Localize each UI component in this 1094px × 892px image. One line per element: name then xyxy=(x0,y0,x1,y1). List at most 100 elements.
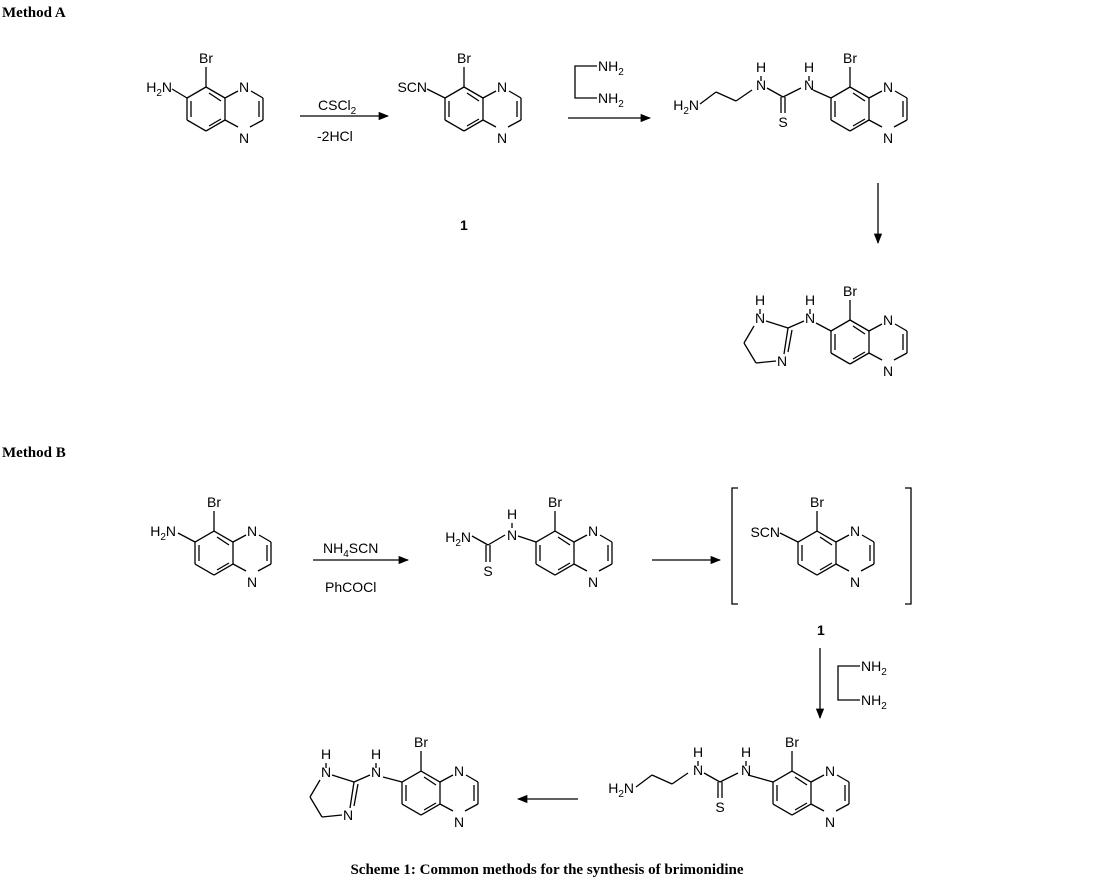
bond xyxy=(420,770,441,783)
sulfur-label: S xyxy=(715,799,724,815)
bracket-right xyxy=(905,487,912,605)
thiourea-b xyxy=(471,523,537,562)
amine-start-a xyxy=(186,67,264,132)
bond xyxy=(868,323,883,332)
nitrogen-label: N xyxy=(755,310,765,326)
bond xyxy=(309,779,321,798)
method-a-heading: Method A xyxy=(2,5,66,21)
bond xyxy=(868,352,883,361)
nitrogen-label: N xyxy=(507,527,517,543)
bond xyxy=(444,86,465,99)
bond xyxy=(715,91,737,102)
bond xyxy=(598,563,613,572)
bond xyxy=(216,562,230,571)
bond xyxy=(205,119,226,132)
sulfur-label: S xyxy=(778,114,787,130)
bond xyxy=(787,329,793,353)
reagent-a-top: CSCl2 xyxy=(318,97,357,117)
nitrogen-label: N xyxy=(883,363,893,379)
nitrogen-label: N xyxy=(741,762,751,778)
ethylenediamine-reagent-a: NH2 NH2 xyxy=(574,58,624,110)
nitrogen-label: N xyxy=(825,763,835,779)
bond xyxy=(794,776,808,786)
nitrogen-label: N xyxy=(321,764,331,780)
nitrogen-label: N xyxy=(825,814,835,830)
thiourea-quinoxaline-b xyxy=(535,511,613,576)
bond xyxy=(743,325,755,344)
bond xyxy=(420,803,441,816)
bond xyxy=(816,530,837,543)
bond xyxy=(783,327,789,355)
amino-label: H2N xyxy=(673,97,699,117)
scn-label: SCN xyxy=(397,79,427,95)
compound-number-a: 1 xyxy=(460,217,468,233)
bond xyxy=(507,119,522,128)
bond xyxy=(466,118,480,127)
bond xyxy=(861,534,875,543)
bond xyxy=(849,352,870,365)
bond xyxy=(466,92,480,102)
bond xyxy=(810,774,825,783)
bond xyxy=(208,92,222,102)
bond xyxy=(177,532,196,543)
brimonidine-imidazoline-a xyxy=(743,309,832,364)
nitrogen-label: N xyxy=(883,130,893,146)
bond xyxy=(860,563,875,572)
amino-label: H2N xyxy=(150,523,176,543)
isothiocyanate-1-b xyxy=(797,511,875,576)
nitrogen-label: N xyxy=(588,523,598,539)
nitrogen-label: N xyxy=(693,762,703,778)
bond xyxy=(353,783,359,807)
bromine-label: Br xyxy=(843,283,857,299)
reagent-a-bottom: -2HCl xyxy=(317,128,353,144)
bond xyxy=(401,770,422,783)
method-b-heading: Method B xyxy=(2,445,66,461)
nitrogen-label: N xyxy=(756,77,766,93)
bromine-label: Br xyxy=(843,50,857,66)
bond xyxy=(779,532,799,543)
bond xyxy=(599,534,613,543)
ethylenediamine-reagent-b: NH2 NH2 xyxy=(837,658,887,712)
bond xyxy=(471,535,489,546)
bond xyxy=(849,319,870,332)
bromine-label: Br xyxy=(199,50,213,66)
nitrogen-label: N xyxy=(850,574,860,590)
bond xyxy=(194,530,215,543)
bond xyxy=(849,86,870,99)
bond xyxy=(852,92,866,102)
bond xyxy=(671,772,689,785)
bond xyxy=(382,776,403,783)
bond xyxy=(849,119,870,132)
bromine-label: Br xyxy=(207,494,221,510)
bond xyxy=(791,803,812,816)
bond xyxy=(819,536,833,546)
bond xyxy=(508,90,522,99)
bond xyxy=(852,118,866,127)
bond xyxy=(794,802,808,811)
bromine-label: Br xyxy=(457,50,471,66)
hydrogen-label: H xyxy=(756,59,766,75)
bond xyxy=(894,90,908,99)
hydrogen-label: H xyxy=(805,292,815,308)
amino-label: H2N xyxy=(445,529,471,549)
bond xyxy=(444,119,465,132)
bond xyxy=(772,770,793,783)
sulfur-label: S xyxy=(483,563,492,579)
nitrogen-label: N xyxy=(883,79,893,95)
nitrogen-label: N xyxy=(883,312,893,328)
bond xyxy=(439,803,454,812)
scheme-caption: Scheme 1: Common methods for the synthes… xyxy=(350,862,744,878)
aminoethyl-thiourea-a xyxy=(699,76,832,113)
bond xyxy=(557,562,571,571)
bond xyxy=(554,563,575,576)
bond xyxy=(482,119,497,128)
nitrogen-label: N xyxy=(588,574,598,590)
bond xyxy=(554,530,575,543)
nitrogen-label: N xyxy=(371,764,381,780)
bond xyxy=(423,776,437,786)
bond xyxy=(426,88,446,99)
bond xyxy=(830,352,851,365)
bromine-label: Br xyxy=(548,494,562,510)
nitrogen-label: N xyxy=(247,574,257,590)
